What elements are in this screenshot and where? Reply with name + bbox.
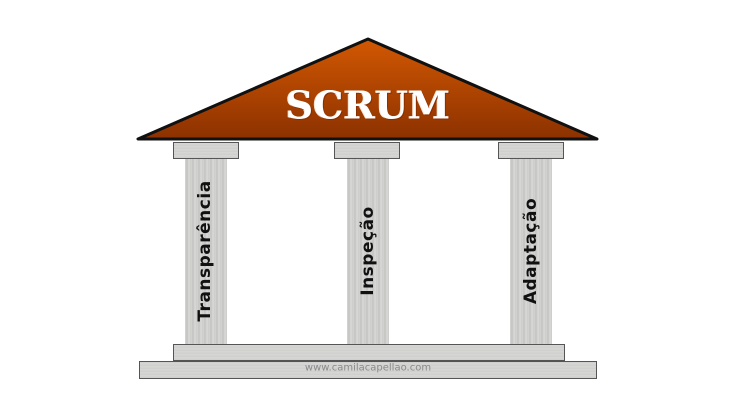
capital-left: [173, 142, 239, 159]
pillar-label-adaptacao: Adaptação: [521, 197, 541, 305]
capital-right: [498, 142, 564, 159]
pillar-adaptacao: [510, 159, 552, 344]
pillar-label-transparencia: Transparência: [195, 180, 215, 322]
pillar-transparencia: [185, 159, 227, 344]
pillar-inspecao: [347, 159, 389, 344]
pillar-label-inspecao: Inspeção: [358, 206, 378, 296]
scrum-title: SCRUM: [285, 82, 451, 128]
watermark: www.camilacapellao.com: [304, 362, 432, 374]
base-step-lower: [139, 361, 597, 379]
capital-middle: [334, 142, 400, 159]
base-step-upper: [173, 344, 565, 361]
